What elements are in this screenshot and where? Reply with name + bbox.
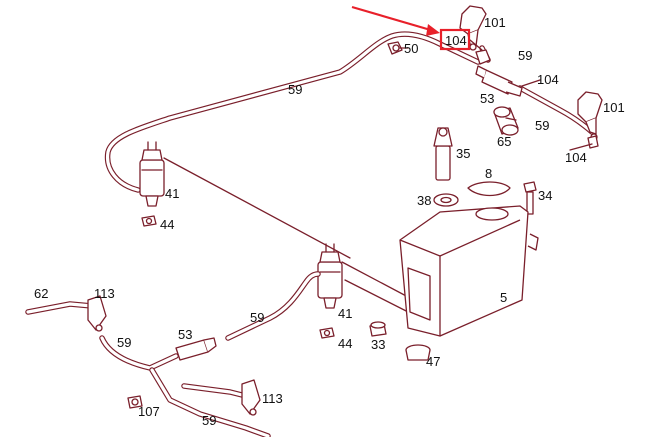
elbow-104-top [475, 49, 491, 65]
label-8: 8 [485, 166, 492, 181]
label-62: 62 [34, 286, 48, 301]
label-41-top: 41 [165, 186, 179, 201]
elbow-104-right [587, 135, 599, 149]
reference-line-2 [341, 261, 411, 299]
washer-nozzle-101-top [459, 5, 487, 51]
label-38: 38 [417, 193, 431, 208]
hose-bottom-59 [149, 367, 271, 437]
filler-neck-35 [433, 127, 453, 181]
leader-lines [399, 39, 593, 151]
label-59-right-1: 59 [518, 48, 532, 63]
washer-reservoir-5 [399, 205, 539, 337]
highlight-annotation [351, 5, 471, 51]
hose-left-59 [99, 335, 179, 371]
bolt-34 [523, 181, 537, 215]
grommet-33 [369, 321, 387, 337]
label-33: 33 [371, 337, 385, 352]
label-59-right-2: 59 [535, 118, 549, 133]
grommet-44-top [141, 215, 157, 227]
label-59-top: 59 [288, 82, 302, 97]
label-59-left: 59 [117, 335, 131, 350]
label-41-mid: 41 [338, 306, 352, 321]
label-44-top: 44 [160, 217, 174, 232]
label-113-bottom: 113 [262, 391, 283, 406]
hose-main-59 [104, 31, 481, 193]
hose-mid-59 [225, 271, 321, 341]
reference-line-1 [163, 157, 351, 259]
label-101-right: 101 [603, 100, 625, 115]
label-107: 107 [138, 404, 160, 419]
check-valve-53-left [175, 337, 217, 361]
label-50: 50 [404, 41, 418, 56]
label-5: 5 [500, 290, 507, 305]
highlight-arrow-head [426, 24, 440, 36]
highlight-box [439, 28, 471, 51]
label-35: 35 [456, 146, 470, 161]
washer-nozzle-101-right [577, 91, 603, 141]
label-113-top: 113 [94, 286, 115, 301]
valve-65 [493, 106, 519, 136]
label-53-left: 53 [178, 327, 192, 342]
hose-62 [25, 301, 95, 315]
label-65: 65 [497, 134, 511, 149]
nozzle-113-top [87, 295, 107, 332]
label-104-highlighted: 104 [445, 33, 467, 48]
label-59-bottom: 59 [202, 413, 216, 428]
label-44-mid: 44 [338, 336, 352, 351]
label-53-top: 53 [480, 91, 494, 106]
grommet-47 [405, 344, 431, 361]
label-101-top: 101 [484, 15, 506, 30]
washer-pump-41-mid [317, 243, 343, 309]
clip-50 [387, 41, 403, 55]
grommet-44-mid [319, 327, 335, 339]
label-104-mid: 104 [537, 72, 559, 87]
gasket-8 [467, 181, 511, 197]
highlight-arrow [351, 5, 435, 33]
grommet-38 [433, 193, 459, 207]
label-104-right: 104 [565, 150, 587, 165]
label-34: 34 [538, 188, 552, 203]
washer-pump-41-left [139, 141, 165, 207]
label-59-mid: 59 [250, 310, 264, 325]
label-47: 47 [426, 354, 440, 369]
check-valve-53-top [475, 65, 523, 97]
nozzle-113-bottom [241, 379, 261, 416]
clip-107 [127, 395, 143, 409]
